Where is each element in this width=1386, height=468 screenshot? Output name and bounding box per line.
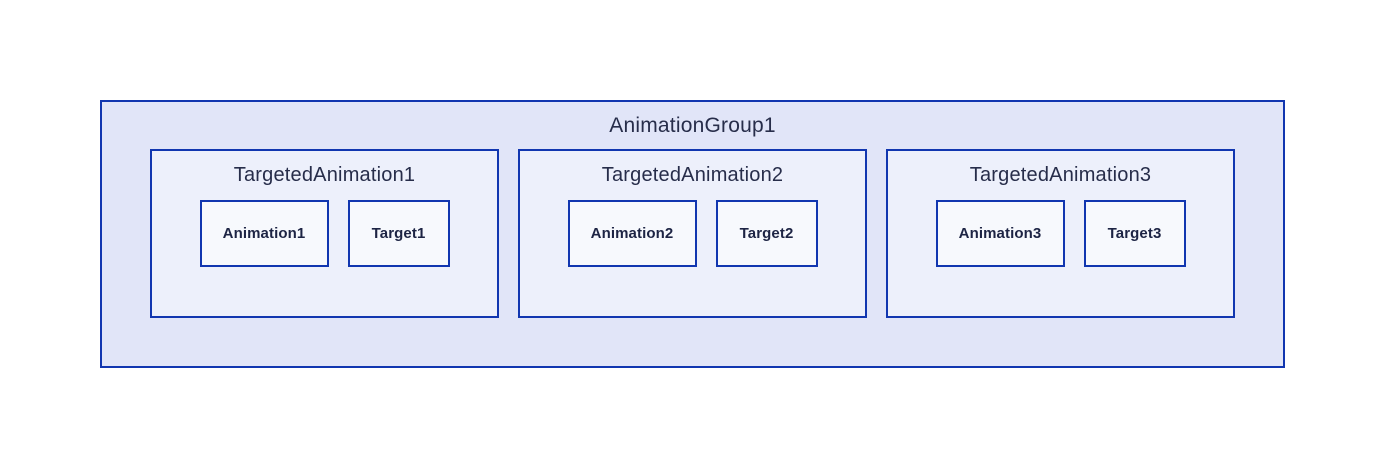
- target-node-3: Target3: [1083, 200, 1186, 267]
- animation-node-label-2: Animation2: [590, 225, 674, 242]
- target-node-label-3: Target3: [1107, 225, 1162, 242]
- node-row-1: Animation1 Target1: [152, 200, 497, 267]
- targeted-animation-box-2: TargetedAnimation2 Animation2 Target2: [518, 149, 867, 318]
- target-node-label-1: Target1: [371, 225, 426, 242]
- animation-node-1: Animation1: [199, 200, 329, 267]
- targeted-animation-row: TargetedAnimation1 Animation1 Target1 Ta…: [102, 149, 1283, 318]
- targeted-animation-title-1: TargetedAnimation1: [233, 164, 416, 186]
- target-node-2: Target2: [715, 200, 818, 267]
- target-node-1: Target1: [347, 200, 450, 267]
- animation-node-label-1: Animation1: [222, 225, 306, 242]
- targeted-animation-title-3: TargetedAnimation3: [969, 164, 1152, 186]
- node-row-3: Animation3 Target3: [888, 200, 1233, 267]
- targeted-animation-box-3: TargetedAnimation3 Animation3 Target3: [886, 149, 1235, 318]
- targeted-animation-title-2: TargetedAnimation2: [601, 164, 784, 186]
- animation-node-3: Animation3: [935, 200, 1065, 267]
- animation-group-box: AnimationGroup1 TargetedAnimation1 Anima…: [100, 100, 1285, 368]
- targeted-animation-box-1: TargetedAnimation1 Animation1 Target1: [150, 149, 499, 318]
- node-row-2: Animation2 Target2: [520, 200, 865, 267]
- animation-node-label-3: Animation3: [958, 225, 1042, 242]
- animation-group-title: AnimationGroup1: [609, 113, 776, 137]
- target-node-label-2: Target2: [739, 225, 794, 242]
- animation-node-2: Animation2: [567, 200, 697, 267]
